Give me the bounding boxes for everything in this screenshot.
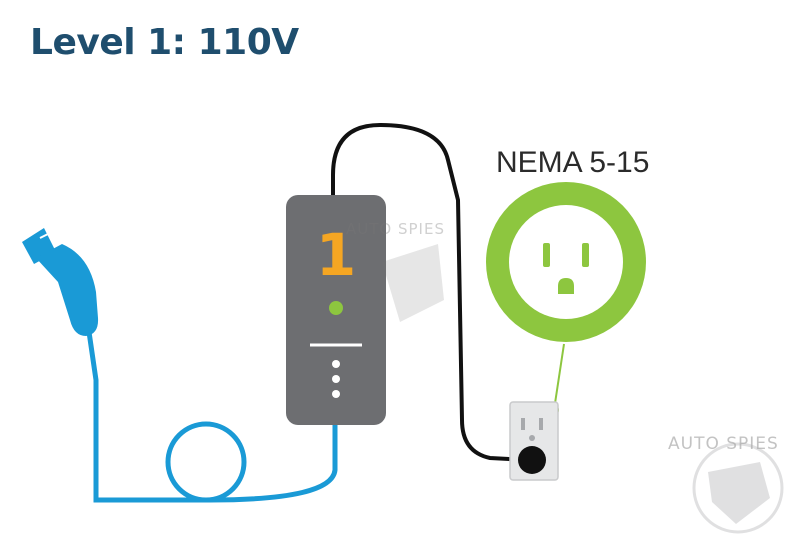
status-indicator [329,301,343,315]
watermark-logo-icon [382,244,444,322]
watermark-logo-icon [692,442,784,534]
plug-icon [518,446,546,474]
ev-connector-icon [22,228,99,336]
outlet-label: NEMA 5-15 [496,146,650,179]
watermark-text: AUTO SPIES [346,220,445,238]
level-number: 1 [316,221,356,289]
callout-line [553,343,565,411]
charging-cable [85,322,338,503]
outlet-icon [486,182,646,342]
page-title: Level 1: 110V [30,22,299,63]
power-cord [331,122,530,462]
watermark-text: AUTO SPIES [668,434,779,454]
charger-unit-icon: 1 [286,195,386,425]
